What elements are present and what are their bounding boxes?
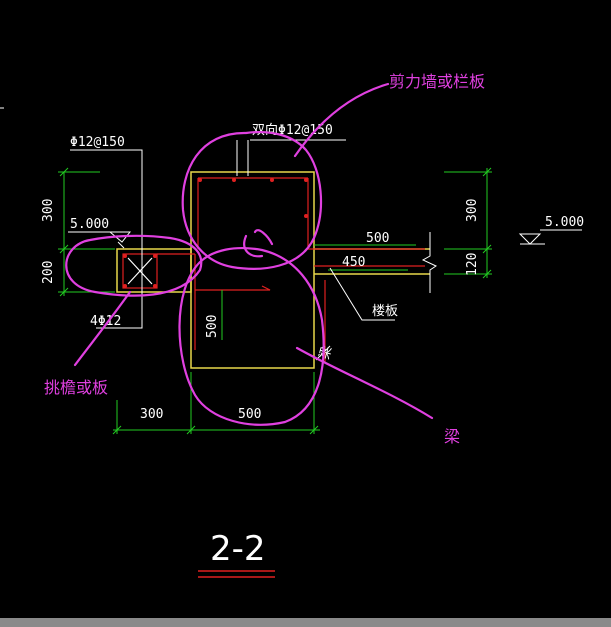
dim-120-right-vertical: 120: [465, 253, 480, 276]
dim-200-left-vertical: 200: [41, 261, 56, 284]
slab-label: 楼板: [372, 304, 398, 319]
beam-annotation: 梁: [444, 427, 460, 446]
dim-300-right-vertical: 300: [465, 199, 480, 222]
break-mark: [421, 232, 438, 293]
bottom-rebar-label: 4Φ12: [90, 314, 121, 329]
section-title: 2-2: [210, 529, 266, 569]
right-elevation-label: 5.000: [545, 215, 584, 230]
rebar: [122, 177, 425, 362]
eave-annotation: 挑檐或板: [44, 378, 108, 397]
horizontal-scrollbar[interactable]: [0, 618, 611, 627]
beam-label: 梁: [317, 345, 335, 361]
dimension-lines: [58, 167, 492, 435]
dim-450: 450: [342, 255, 365, 270]
hand-markup: [65, 82, 434, 426]
dim-300-left-vertical: 300: [41, 199, 56, 222]
dim-500-beam-vertical: 500: [205, 315, 220, 338]
dim-500-bottom: 500: [238, 407, 261, 422]
top-left-rebar-label: Φ12@150: [70, 135, 125, 150]
dim-300-bottom: 300: [140, 407, 163, 422]
dim-500-top: 500: [366, 231, 389, 246]
left-elevation-label: 5.000: [70, 217, 109, 232]
wall-annotation: 剪力墙或栏板: [389, 72, 485, 91]
